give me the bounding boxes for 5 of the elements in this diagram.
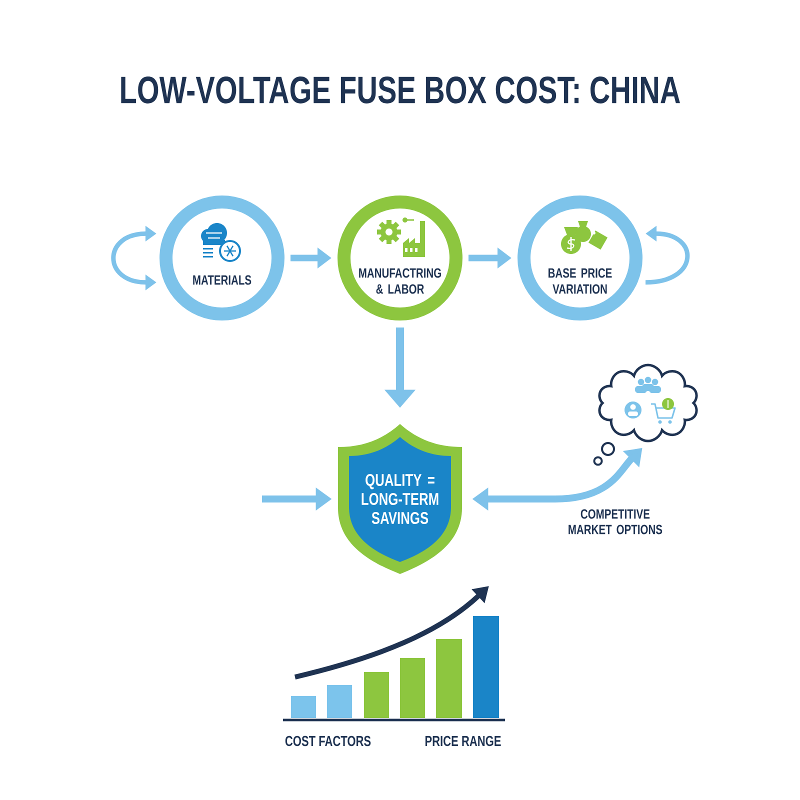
title: LOW-VOLTAGE FUSE BOX COST: CHINA xyxy=(121,76,680,104)
axis-label: PRICE RANGE xyxy=(425,736,501,746)
shield: QUALITY = LONG-TERM SAVINGS xyxy=(338,424,462,574)
node-label: COMPETITIVE MARKET OPTIONS xyxy=(568,509,662,534)
axis-label: COST FACTORS xyxy=(285,736,371,746)
